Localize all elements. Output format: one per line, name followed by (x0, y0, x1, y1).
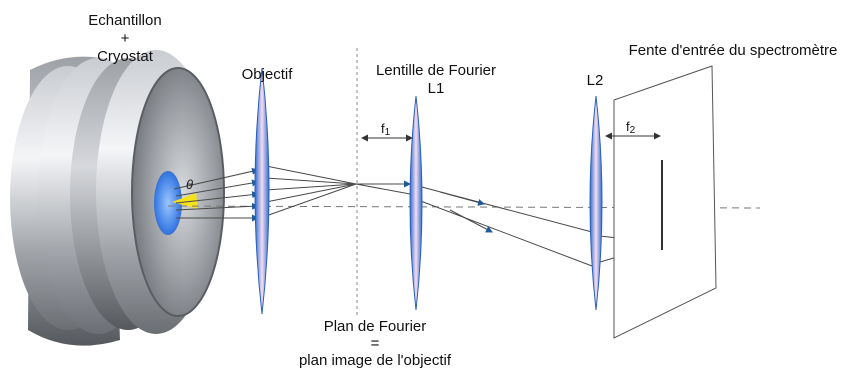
f2-main: f (626, 119, 630, 134)
theta-label: θ (186, 177, 194, 192)
f1-main: f (381, 121, 385, 136)
f1-label: f1 (381, 120, 390, 142)
f2-sub: 2 (629, 125, 636, 136)
sample-disk (154, 171, 198, 235)
lens-l1 (409, 95, 423, 311)
slit-label: Fente d'entrée du spectromètre (628, 42, 838, 59)
f2-label: f2 (626, 118, 635, 140)
fourier-plane-label-line1: Plan de Fourier (323, 318, 427, 335)
fourier-plane-label-line3: plan image de l'objectif (298, 352, 452, 369)
fourier-plane-label-line2: = (370, 335, 380, 352)
rays-to-objective (173, 167, 259, 222)
fourier-lens-label: Lentille de Fourier L1 (366, 62, 506, 98)
lens2-label: L2 (586, 72, 604, 89)
fourier-plane-label: Plan de Fourier = plan image de l'object… (290, 318, 460, 369)
spectrometer-slit-plane (613, 65, 717, 339)
objective-lens (254, 67, 270, 315)
objective-label: Objectif (241, 66, 293, 83)
f1-sub: 1 (384, 127, 391, 138)
sample-label-line1: Echantillon (88, 12, 162, 29)
fourier-lens-label-line1: Lentille de Fourier (375, 62, 497, 79)
rays-fourier-to-l2 (355, 180, 593, 267)
fourier-lens-label-line2: L1 (427, 80, 445, 97)
sample-label: Echantillon + Cryostat (80, 12, 170, 66)
sample-label-line2: + (120, 30, 130, 47)
lens-l2 (589, 95, 603, 311)
rays-to-fourier-plane (265, 165, 357, 217)
sample-label-line3: Cryostat (97, 48, 153, 65)
